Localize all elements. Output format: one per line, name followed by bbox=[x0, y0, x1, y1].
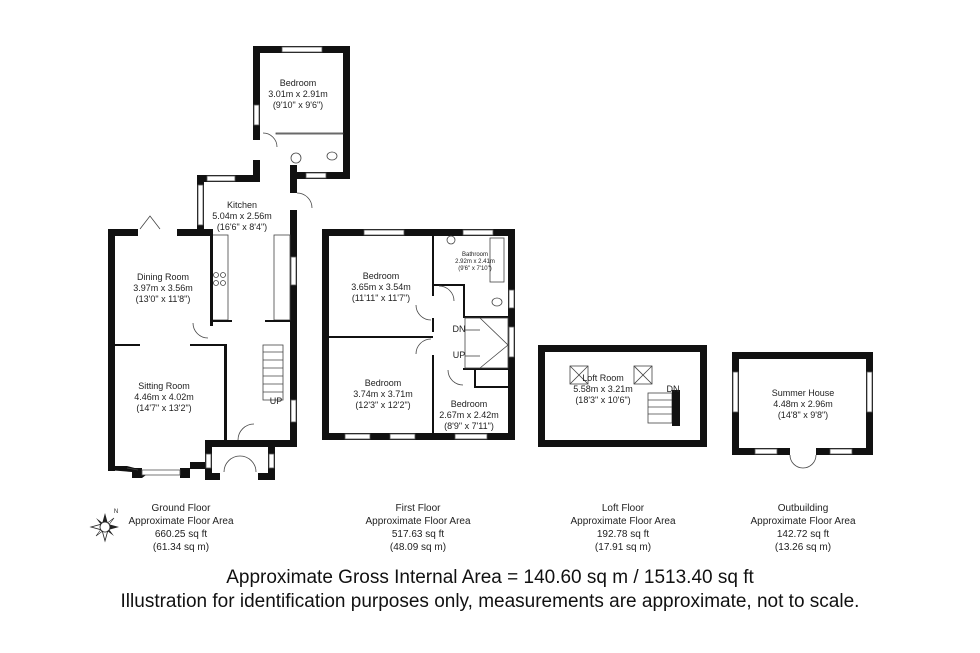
svg-text:Loft Room: Loft Room bbox=[582, 373, 624, 383]
svg-text:(18'3" x 10'6"): (18'3" x 10'6") bbox=[575, 395, 630, 405]
svg-text:2.92m x 2.41m: 2.92m x 2.41m bbox=[455, 259, 495, 265]
svg-text:(16'6" x 8'4"): (16'6" x 8'4") bbox=[217, 222, 267, 232]
stair-up-label: UP bbox=[453, 350, 466, 360]
svg-text:Bedroom: Bedroom bbox=[451, 399, 488, 409]
ground-floor-plan bbox=[108, 46, 350, 480]
svg-text:(9'10" x 9'6"): (9'10" x 9'6") bbox=[273, 100, 323, 110]
svg-text:(9'6" x 7'10"): (9'6" x 7'10") bbox=[458, 266, 492, 272]
svg-text:(17.91 sq m): (17.91 sq m) bbox=[595, 542, 651, 553]
svg-text:(61.34 sq m): (61.34 sq m) bbox=[153, 542, 209, 553]
svg-text:517.63 sq ft: 517.63 sq ft bbox=[392, 529, 444, 540]
svg-text:Bedroom: Bedroom bbox=[365, 378, 402, 388]
svg-text:3.74m x 3.71m: 3.74m x 3.71m bbox=[353, 389, 413, 399]
svg-text:Approximate Floor Area: Approximate Floor Area bbox=[365, 516, 470, 527]
svg-text:2.67m x 2.42m: 2.67m x 2.42m bbox=[439, 410, 499, 420]
svg-text:(13'0" x 11'8"): (13'0" x 11'8") bbox=[136, 294, 191, 304]
stair-up-label: UP bbox=[270, 396, 283, 406]
svg-text:Ground Floor: Ground Floor bbox=[152, 503, 212, 514]
svg-text:Summer House: Summer House bbox=[772, 388, 835, 398]
svg-text:192.78 sq ft: 192.78 sq ft bbox=[597, 529, 649, 540]
svg-text:First Floor: First Floor bbox=[396, 503, 442, 514]
svg-text:Kitchen: Kitchen bbox=[227, 200, 257, 210]
stair-down-label: DN bbox=[453, 324, 466, 334]
svg-text:4.48m x 2.96m: 4.48m x 2.96m bbox=[773, 399, 833, 409]
compass-north-label: N bbox=[114, 509, 118, 515]
first-floor-plan bbox=[322, 229, 515, 440]
gross-internal-area: Approximate Gross Internal Area = 140.60… bbox=[226, 567, 754, 588]
room-label-summer-house: Summer House 4.48m x 2.96m (14'8" x 9'8"… bbox=[772, 388, 835, 420]
svg-text:(14'7" x 13'2"): (14'7" x 13'2") bbox=[136, 403, 191, 413]
outbuilding-plan bbox=[732, 352, 873, 469]
svg-text:660.25 sq ft: 660.25 sq ft bbox=[155, 529, 207, 540]
floor-area-first: First Floor Approximate Floor Area 517.6… bbox=[365, 503, 470, 553]
svg-text:5.04m x 2.56m: 5.04m x 2.56m bbox=[212, 211, 272, 221]
svg-text:(8'9" x 7'11"): (8'9" x 7'11") bbox=[444, 421, 494, 431]
svg-text:5.58m x 3.21m: 5.58m x 3.21m bbox=[573, 384, 633, 394]
room-label-ground-bedroom: Bedroom 3.01m x 2.91m (9'10" x 9'6") bbox=[268, 78, 328, 110]
stair-down-label: DN bbox=[667, 384, 680, 394]
svg-text:Outbuilding: Outbuilding bbox=[778, 503, 829, 514]
room-label-loft-room: Loft Room 5.58m x 3.21m (18'3" x 10'6") bbox=[573, 373, 633, 405]
compass-rose-icon bbox=[89, 513, 119, 543]
svg-text:(13.26 sq m): (13.26 sq m) bbox=[775, 542, 831, 553]
loft-floor-plan bbox=[538, 345, 707, 447]
svg-text:(48.09 sq m): (48.09 sq m) bbox=[390, 542, 446, 553]
floor-area-outbuilding: Outbuilding Approximate Floor Area 142.7… bbox=[750, 503, 855, 553]
svg-text:4.46m x 4.02m: 4.46m x 4.02m bbox=[134, 392, 194, 402]
svg-text:(11'11" x 11'7"): (11'11" x 11'7") bbox=[352, 293, 410, 303]
svg-text:Approximate Floor Area: Approximate Floor Area bbox=[128, 516, 233, 527]
svg-text:Bathroom: Bathroom bbox=[462, 252, 488, 258]
svg-text:Sitting Room: Sitting Room bbox=[138, 381, 190, 391]
disclaimer: Illustration for identification purposes… bbox=[121, 591, 860, 612]
floor-area-ground: Ground Floor Approximate Floor Area 660.… bbox=[128, 503, 233, 553]
room-label-sitting-room: Sitting Room 4.46m x 4.02m (14'7" x 13'2… bbox=[134, 381, 194, 413]
svg-text:Bedroom: Bedroom bbox=[363, 271, 400, 281]
svg-text:Dining Room: Dining Room bbox=[137, 272, 189, 282]
svg-text:Loft Floor: Loft Floor bbox=[602, 503, 645, 514]
room-label-dining-room: Dining Room 3.97m x 3.56m (13'0" x 11'8"… bbox=[133, 272, 193, 304]
svg-text:3.01m x 2.91m: 3.01m x 2.91m bbox=[268, 89, 328, 99]
svg-text:(14'8" x 9'8"): (14'8" x 9'8") bbox=[778, 410, 828, 420]
svg-text:142.72 sq ft: 142.72 sq ft bbox=[777, 529, 829, 540]
svg-text:Approximate Floor Area: Approximate Floor Area bbox=[750, 516, 855, 527]
floor-area-loft: Loft Floor Approximate Floor Area 192.78… bbox=[570, 503, 675, 553]
svg-text:3.97m x 3.56m: 3.97m x 3.56m bbox=[133, 283, 193, 293]
svg-text:Bedroom: Bedroom bbox=[280, 78, 317, 88]
room-label-first-bedroom-3: Bedroom 2.67m x 2.42m (8'9" x 7'11") bbox=[439, 399, 499, 431]
svg-text:3.65m x 3.54m: 3.65m x 3.54m bbox=[351, 282, 411, 292]
room-label-bathroom: Bathroom 2.92m x 2.41m (9'6" x 7'10") bbox=[455, 252, 495, 272]
room-label-kitchen: Kitchen 5.04m x 2.56m (16'6" x 8'4") bbox=[212, 200, 272, 232]
room-label-first-bedroom-2: Bedroom 3.74m x 3.71m (12'3" x 12'2") bbox=[353, 378, 413, 410]
room-label-first-bedroom-1: Bedroom 3.65m x 3.54m (11'11" x 11'7") bbox=[351, 271, 411, 303]
svg-text:Approximate Floor Area: Approximate Floor Area bbox=[570, 516, 675, 527]
svg-text:(12'3" x 12'2"): (12'3" x 12'2") bbox=[355, 400, 410, 410]
